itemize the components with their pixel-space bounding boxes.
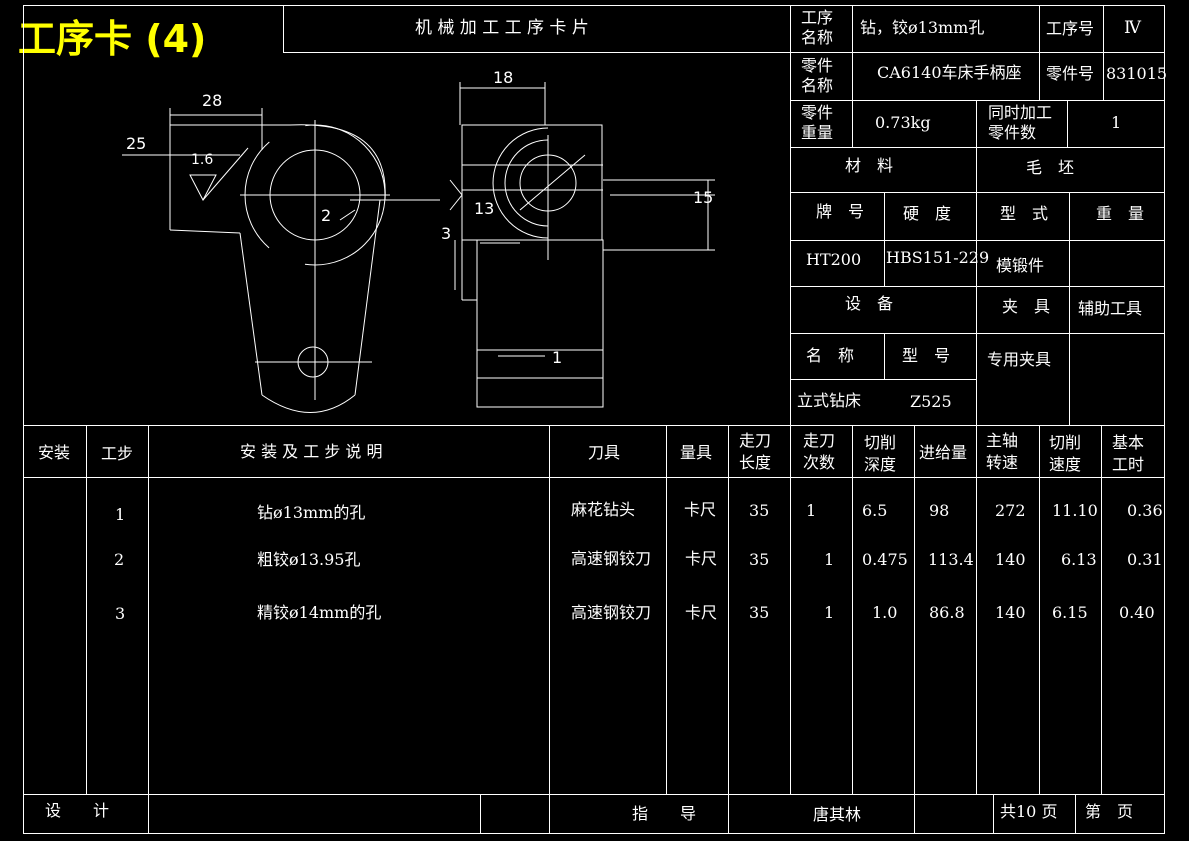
dim-18-label: 18 <box>493 68 514 87</box>
eq-name-value: 立式钻床 <box>797 391 862 410</box>
pages-label: 共10 页 <box>1000 802 1058 821</box>
col-header-gauge: 量具 <box>680 443 713 462</box>
card-title: 机 械 加 工 工 序 卡 片 <box>415 18 589 38</box>
table-row-2-passes: 1 <box>824 550 835 569</box>
table-row-2-step: 2 <box>114 550 125 569</box>
blank-label: 毛 坯 <box>1026 158 1075 177</box>
table-row-1-gauge: 卡尺 <box>684 500 717 519</box>
eq-name-label: 名 称 <box>806 346 855 365</box>
table-row-3-desc: 精铰ø14mm的孔 <box>257 603 382 622</box>
col-header-speed: 切削 速度 <box>1049 433 1082 474</box>
col-header-depth: 切削 深度 <box>864 433 897 474</box>
col-header-passes: 走刀 次数 <box>803 431 836 472</box>
table-row-2-depth: 0.475 <box>862 550 908 569</box>
col-header-feed: 进给量 <box>919 443 968 462</box>
op-name-value: 钻，铰ø13mm孔 <box>860 18 985 37</box>
table-row-2-speed: 6.13 <box>1061 550 1097 569</box>
hardness-value: HBS151-229 <box>886 248 990 267</box>
part-name-label: 零件 名称 <box>801 56 834 95</box>
type-value: 模锻件 <box>996 256 1045 275</box>
table-row-2-gauge: 卡尺 <box>685 549 718 568</box>
part-name-value: CA6140车床手柄座 <box>877 63 1022 82</box>
table-row-1-time: 0.36 <box>1127 501 1163 520</box>
table-row-3-depth: 1.0 <box>872 603 898 622</box>
design-label: 设 计 <box>45 801 110 820</box>
marker-2-label: 2 <box>321 206 332 225</box>
aux-tool-label: 辅助工具 <box>1078 299 1143 318</box>
grade-value: HT200 <box>806 250 862 269</box>
col-header-setup: 安装 <box>38 443 71 462</box>
table-row-1-length: 35 <box>749 501 770 520</box>
table-row-2-desc: 粗铰ø13.95孔 <box>257 550 361 569</box>
table-row-1-feed: 98 <box>929 501 950 520</box>
table-row-2-feed: 113.4 <box>928 550 974 569</box>
col-header-desc: 安 装 及 工 步 说 明 <box>240 442 383 461</box>
table-row-1-depth: 6.5 <box>862 501 888 520</box>
dim-13-label: 13 <box>474 199 495 218</box>
col-header-tool: 刀具 <box>588 443 621 462</box>
table-row-1-desc: 钻ø13mm的孔 <box>257 503 366 522</box>
grade-label: 牌 号 <box>816 202 865 221</box>
table-row-3-length: 35 <box>749 603 770 622</box>
table-row-3-speed: 6.15 <box>1052 603 1088 622</box>
eq-model-value: Z525 <box>910 392 952 411</box>
table-row-3-passes: 1 <box>824 603 835 622</box>
table-row-1-passes: 1 <box>806 501 817 520</box>
guide-value: 唐其林 <box>813 805 862 824</box>
dim-28-label: 28 <box>202 91 223 110</box>
guide-label: 指 导 <box>632 804 697 823</box>
table-row-3-gauge: 卡尺 <box>685 603 718 622</box>
roughness-label: 1.6 <box>191 152 214 168</box>
dim-15-label: 15 <box>693 188 714 207</box>
table-row-3-step: 3 <box>115 604 126 623</box>
part-no-label: 零件号 <box>1046 64 1095 83</box>
table-row-1-speed: 11.10 <box>1052 501 1098 520</box>
fixture-value: 专用夹具 <box>987 350 1052 369</box>
col-header-spindle: 主轴 转速 <box>986 431 1019 472</box>
marker-3-label: 3 <box>441 224 452 243</box>
col-header-time: 基本 工时 <box>1112 433 1145 474</box>
col-header-step: 工步 <box>101 444 134 463</box>
table-row-2-time: 0.31 <box>1127 550 1163 569</box>
hardness-label: 硬 度 <box>903 204 952 223</box>
table-row-1-spindle: 272 <box>995 501 1026 520</box>
equipment-label: 设 备 <box>845 294 894 313</box>
concurrent-label: 同时加工 零件数 <box>988 103 1053 142</box>
type-label: 型 式 <box>1000 204 1049 223</box>
part-front-view <box>122 108 440 413</box>
page-label: 第 页 <box>1085 802 1134 821</box>
eq-model-label: 型 号 <box>902 346 951 365</box>
part-weight-label: 零件 重量 <box>801 103 834 142</box>
table-row-2-tool: 高速钢铰刀 <box>571 549 652 568</box>
concurrent-value: 1 <box>1111 113 1122 132</box>
op-no-label: 工序号 <box>1046 19 1095 38</box>
marker-1-label: 1 <box>552 348 563 367</box>
table-row-1-step: 1 <box>115 505 126 524</box>
part-weight-value: 0.73kg <box>875 113 931 132</box>
table-row-3-spindle: 140 <box>995 603 1026 622</box>
weight-label: 重 量 <box>1096 204 1145 223</box>
material-label: 材 料 <box>845 156 894 175</box>
dim-25-label: 25 <box>126 134 147 153</box>
table-row-3-feed: 86.8 <box>929 603 965 622</box>
table-row-3-time: 0.40 <box>1119 603 1155 622</box>
col-header-length: 走刀 长度 <box>739 431 772 472</box>
table-row-1-tool: 麻花钻头 <box>571 500 636 519</box>
op-no-value: Ⅳ <box>1124 18 1141 38</box>
fixture-label: 夹 具 <box>1002 297 1051 316</box>
table-row-3-tool: 高速钢铰刀 <box>571 603 652 622</box>
table-row-2-spindle: 140 <box>995 550 1026 569</box>
part-side-view <box>449 82 715 408</box>
card-banner: 工序卡 (4) <box>18 17 207 61</box>
op-name-label: 工序 名称 <box>801 8 834 47</box>
table-row-2-length: 35 <box>749 550 770 569</box>
part-no-value: 831015 <box>1106 64 1168 83</box>
